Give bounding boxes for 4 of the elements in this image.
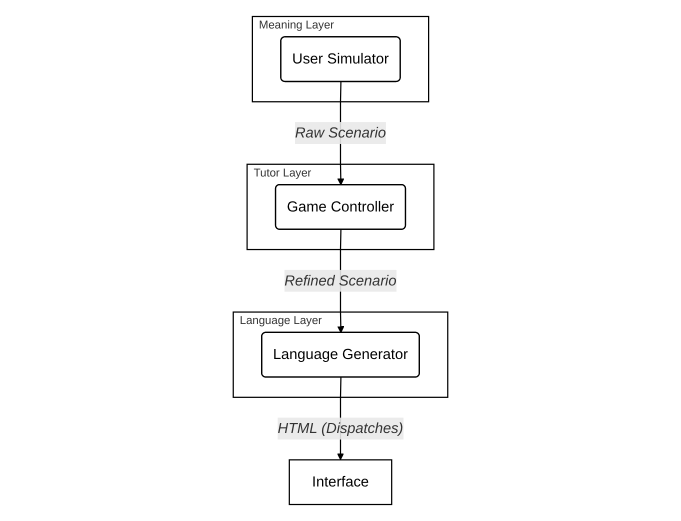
edge-label: HTML (Dispatches)	[278, 420, 404, 436]
edge-label: Refined Scenario	[284, 272, 397, 289]
edge-label: Raw Scenario	[295, 124, 386, 141]
node-box: Interface	[288, 459, 392, 506]
